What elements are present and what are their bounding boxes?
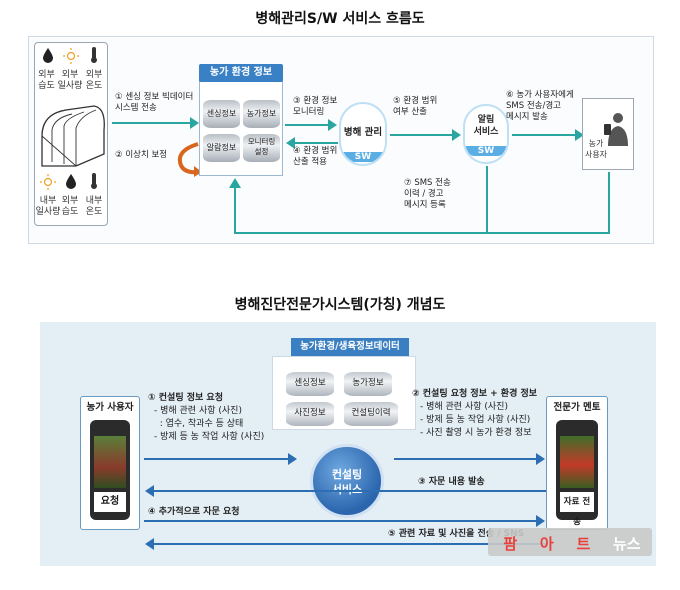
watermark-char-1: 팜 (503, 534, 518, 553)
alarm-service-label: 알림 서비스 (473, 115, 499, 137)
watermark-badge (488, 528, 652, 556)
step5-arrow (150, 543, 546, 545)
step1-item-3: - 방제 등 농 작업 사항 (사진) (154, 432, 265, 442)
step4-label: ④ 추가적으로 자문 요청 (148, 507, 240, 517)
pest-management-sw: 병해 관리 SW (339, 102, 387, 166)
step4-arrow (144, 520, 540, 522)
step4-label: ④ 환경 범위 산출 적용 (293, 146, 338, 167)
humidity-drop-icon (43, 48, 53, 63)
step4-arrow (292, 142, 338, 144)
sensor-label-top-1: 외부 습도 (38, 70, 55, 91)
step5-label: ⑤ 환경 범위 여부 산출 (393, 96, 438, 117)
step2-item-2: - 방제 등 농 작업 사항 (사진) (420, 415, 531, 425)
tomato-photo (94, 436, 126, 488)
step3-label: ③ 환경 정보 모니터링 (293, 96, 338, 117)
db-consult-history: 컨설팅이력 (344, 402, 398, 426)
arrow-head-icon (286, 137, 295, 149)
step1-label: ① 센싱 정보 빅데이터 시스템 전송 (115, 92, 194, 113)
farm-env-info-title: 농가 환경 정보 (199, 64, 283, 82)
step3-arrow (150, 490, 546, 492)
db-sensing: 센싱정보 (203, 100, 240, 128)
sw-badge: SW (465, 146, 507, 156)
expert-send-label: 자료 전송 (560, 492, 594, 527)
db-monitoring: 모니터링 설정 (243, 134, 280, 162)
farmer-person-icon (604, 113, 628, 146)
expert-mentor-title: 전문가 멘토 (553, 402, 601, 413)
alarm-service-sw: 알림 서비스 SW (463, 104, 509, 164)
sensor-label-top-3: 외부 온도 (85, 70, 103, 91)
step2-arrow (394, 458, 540, 460)
db-sensing: 센싱정보 (286, 372, 334, 396)
step2-item-3: - 사진 촬영 시 농가 환경 정보 (420, 428, 532, 438)
watermark-char-4: 뉴스 (613, 534, 641, 553)
tomato-hand-photo (560, 436, 594, 488)
step6-arrow (512, 134, 578, 136)
sun-icon (40, 174, 56, 190)
step1-arrow (144, 458, 292, 460)
db-farm: 농가정보 (243, 100, 280, 128)
step5-arrow (390, 134, 454, 136)
step2-title: ② 컨설팅 요청 정보 + 환경 정보 (412, 389, 538, 399)
return-line-up (234, 186, 236, 234)
arrow-head-icon (288, 453, 297, 465)
step1-item-1: - 병해 관련 사항 (사진) (154, 406, 242, 416)
arrow-head-icon (145, 538, 154, 550)
step1-item-2: : 엽수, 착과수 등 상태 (154, 419, 244, 429)
sensor-label-top-2: 외부 일사량 (57, 70, 83, 91)
watermark-logo: 팜 아 트 뉴스 (492, 531, 652, 555)
step1-arrow (112, 122, 194, 124)
phone-icon (604, 124, 611, 135)
sw-badge: SW (341, 152, 385, 162)
consulting-service-label: 컨설팅 서비스 (331, 468, 363, 496)
sensor-label-bottom-1: 내부 일사량 (35, 196, 61, 217)
step2-label: ② 이상치 보정 (115, 150, 168, 160)
arrow-head-icon (145, 485, 154, 497)
db-farm: 농가정보 (344, 372, 392, 396)
thermometer-icon (91, 47, 97, 63)
top-diagram-title: 병해관리S/W 서비스 흐름도 (255, 11, 425, 27)
arrow-head-up-icon (229, 178, 241, 188)
correction-loop-icon (177, 142, 202, 177)
arrow-head-icon (190, 117, 199, 129)
arrow-head-icon (328, 119, 337, 131)
db-alarm: 알람정보 (203, 134, 240, 162)
return-line-horizontal (234, 232, 610, 234)
sensor-icons-top (43, 47, 97, 64)
bottom-diagram-title: 병해진단전문가시스템(가칭) 개념도 (234, 297, 446, 313)
return-line-vertical (608, 172, 610, 234)
arrow-head-icon (452, 129, 461, 141)
arrow-head-icon (536, 515, 545, 527)
arrow-head-icon (575, 129, 584, 141)
step5-label: ⑤ 관련 자료 및 사진을 전송 / SNS (388, 529, 525, 539)
db-photo: 사진정보 (286, 402, 334, 426)
step2-item-1: - 병해 관련 사항 (사진) (420, 402, 508, 412)
step3-label: ③ 자문 내용 발송 (418, 477, 485, 487)
watermark-char-2: 아 (539, 534, 554, 553)
step6-label: ⑥ 농가 사용자에게 SMS 전송/경고 메시지 발송 (506, 90, 574, 122)
farmer-request-label: 요청 (94, 492, 126, 512)
step3-arrow (285, 124, 331, 126)
watermark-char-3: 트 (576, 534, 591, 553)
sun-icon (63, 48, 79, 64)
farmer-user-label: 농가 사용자 (584, 139, 608, 159)
sensor-label-bottom-3: 내부 온도 (85, 196, 103, 217)
db-title: 농가환경/생육정보데이터 (291, 338, 409, 356)
arrow-head-icon (536, 453, 545, 465)
pest-management-label: 병해 관리 (343, 127, 383, 138)
humidity-drop-icon (66, 174, 76, 189)
step7-label: ⑦ SMS 전송 이력 / 경고 메시지 등록 (404, 178, 451, 210)
farmer-user-title: 농가 사용자 (86, 402, 134, 413)
step1-title: ① 컨설팅 정보 요청 (148, 393, 223, 403)
sensor-label-bottom-2: 외부 습도 (61, 196, 79, 217)
greenhouse-icon (41, 105, 105, 167)
thermometer-icon (91, 173, 97, 189)
sensor-icons-bottom (40, 173, 97, 190)
alarm-to-return-line (486, 166, 488, 234)
consulting-service-circle: 컨설팅 서비스 (310, 444, 384, 518)
